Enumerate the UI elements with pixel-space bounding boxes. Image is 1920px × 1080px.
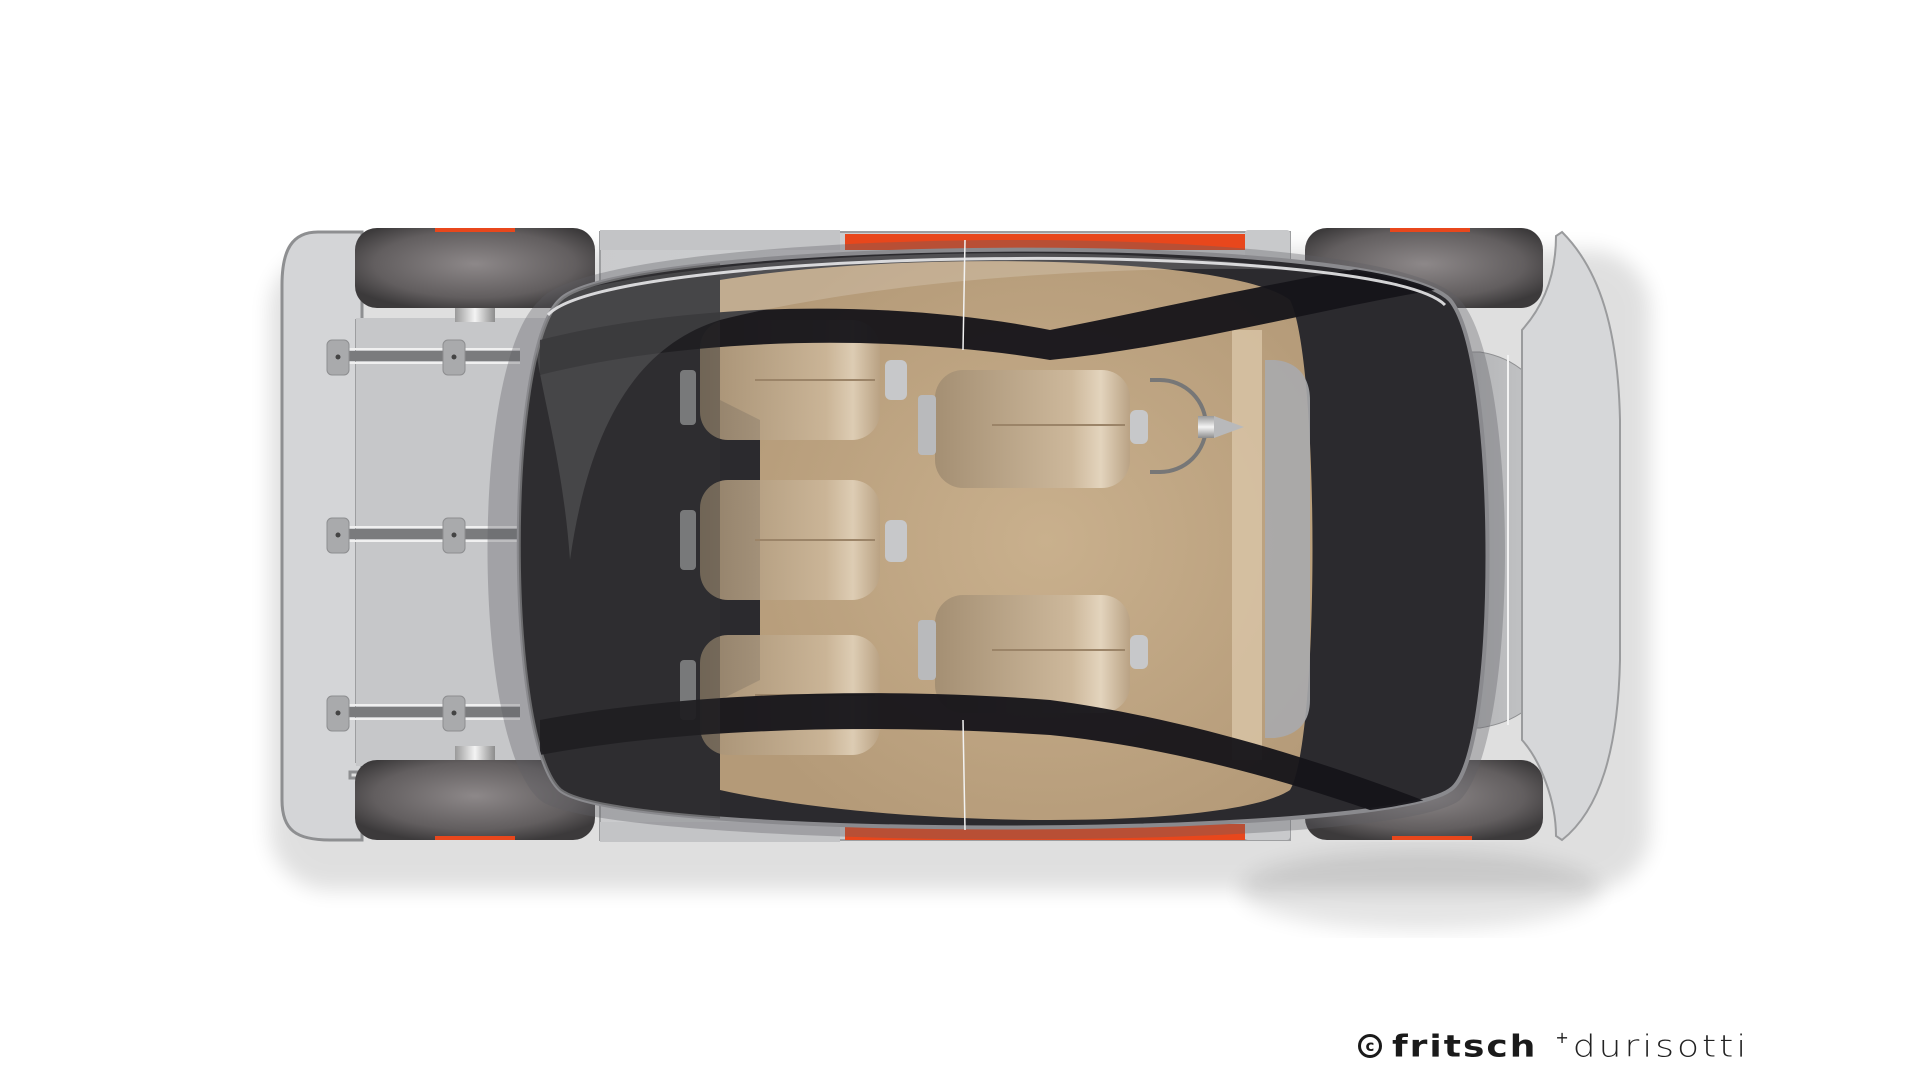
- glass-tint-rear: [518, 249, 720, 828]
- brand-primary: fritsch: [1392, 1028, 1538, 1064]
- seat-rails: [326, 339, 520, 732]
- rear-bumper: [280, 230, 364, 842]
- canopy-seam-bottom: [962, 719, 966, 831]
- brand-plus: +: [1555, 1028, 1569, 1047]
- rail-3: [326, 695, 520, 732]
- brand-logo: c fritsch + durisotti: [1358, 1026, 1749, 1066]
- front-bumper: [1521, 230, 1621, 842]
- axle-rear-bottom: [455, 746, 495, 760]
- brand-secondary: durisotti: [1572, 1028, 1750, 1064]
- wheel-rear-left: [355, 228, 595, 308]
- steering-yoke: [1150, 378, 1244, 474]
- glass-reflection: [534, 253, 1300, 560]
- skirt-bottom-left: [600, 822, 840, 842]
- seat-front-left-driver: [918, 370, 1148, 488]
- glass-canopy: [516, 239, 1490, 831]
- canopy-rim-highlight: [546, 256, 1447, 317]
- seat-rear-left: [680, 320, 907, 440]
- seat-front-right: [918, 595, 1148, 713]
- orange-door-strip-top: [845, 234, 1245, 250]
- rail-1: [326, 339, 520, 376]
- rail-2: [326, 517, 520, 554]
- skirt-top-left: [600, 230, 840, 250]
- copyright-icon: c: [1358, 1034, 1382, 1058]
- roof-band-bottom: [540, 693, 1460, 828]
- seat-rear-center: [680, 480, 907, 600]
- dash-trim: [1232, 330, 1262, 760]
- dashboard: [1265, 360, 1310, 738]
- axle-rear-top: [455, 308, 495, 322]
- wheel-rear-right: [355, 760, 595, 840]
